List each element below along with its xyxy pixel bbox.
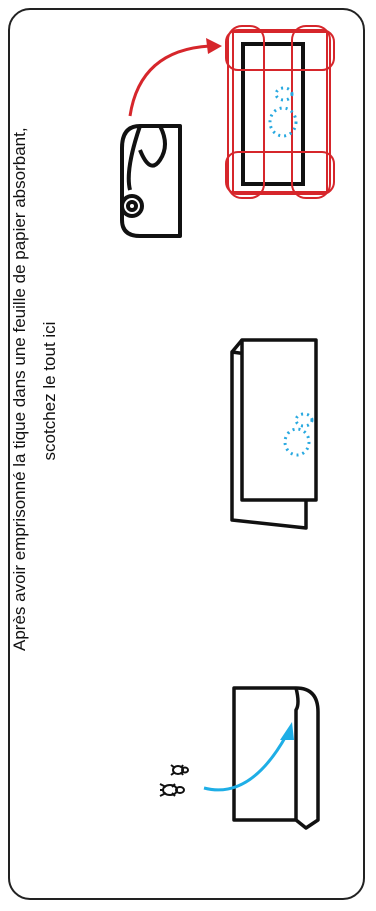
blank-sheet-icon (234, 688, 318, 828)
arrow-icon (130, 38, 222, 116)
tick-icon (160, 765, 188, 796)
tape-dispenser-icon (122, 126, 180, 236)
folded-sheet-icon (232, 340, 316, 528)
taped-sheet-icon (226, 26, 334, 198)
